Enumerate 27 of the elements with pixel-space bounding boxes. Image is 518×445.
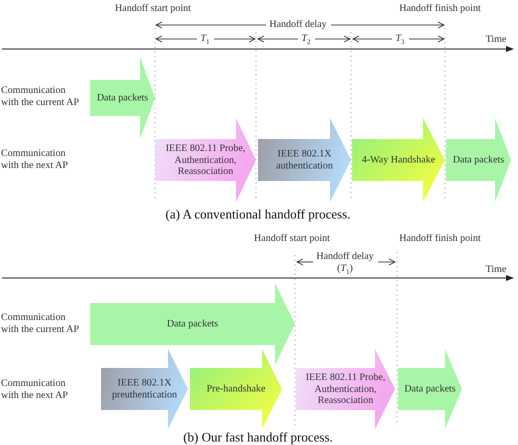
- step-label: Pre-handshake: [206, 383, 266, 395]
- timepoint-label: Handoff start point: [254, 233, 330, 245]
- timepoint-label: Handoff finish point: [398, 3, 482, 15]
- dimension-label: T$_{2}$: [298, 33, 314, 45]
- timepoint-label: Handoff start point: [114, 3, 192, 15]
- figure-caption: (b) Our fast handoff process.: [182, 430, 334, 444]
- row-label: Communication with the current AP: [1, 312, 80, 336]
- step-label: IEEE 802.11 Probe, Authentication, Reassociation: [305, 372, 386, 406]
- timepoint-label: Handoff finish point: [398, 233, 482, 245]
- axis-label: Time: [485, 34, 507, 46]
- step-label: Data packets: [404, 383, 456, 395]
- dimension-label: T$_{3}$: [392, 33, 408, 45]
- step-label: 4-Way Handshake: [361, 154, 436, 166]
- dimension-label: T$_{1}$: [196, 33, 214, 45]
- step-label: IEEE 802.11 Probe, Authentication, Reassociation: [165, 142, 246, 178]
- step-label: Data packets: [96, 92, 149, 104]
- dimension-label: Handoff delay: [266, 19, 330, 31]
- figure-caption: (a) A conventional handoff process.: [165, 206, 351, 222]
- step-label: IEEE 802.1X authentication: [276, 148, 334, 172]
- step-label: Data packets: [452, 154, 505, 166]
- dimension-label: Handoff delay (T$_{1}$): [316, 251, 374, 275]
- step-label: Data packets: [166, 318, 219, 330]
- step-label: IEEE 802.1X preuthentication: [112, 378, 178, 400]
- axis-label: Time: [485, 264, 507, 276]
- row-label: Communication with the next AP: [1, 378, 69, 402]
- row-label: Communication with the current AP: [1, 85, 80, 109]
- row-label: Communication with the next AP: [1, 148, 69, 172]
